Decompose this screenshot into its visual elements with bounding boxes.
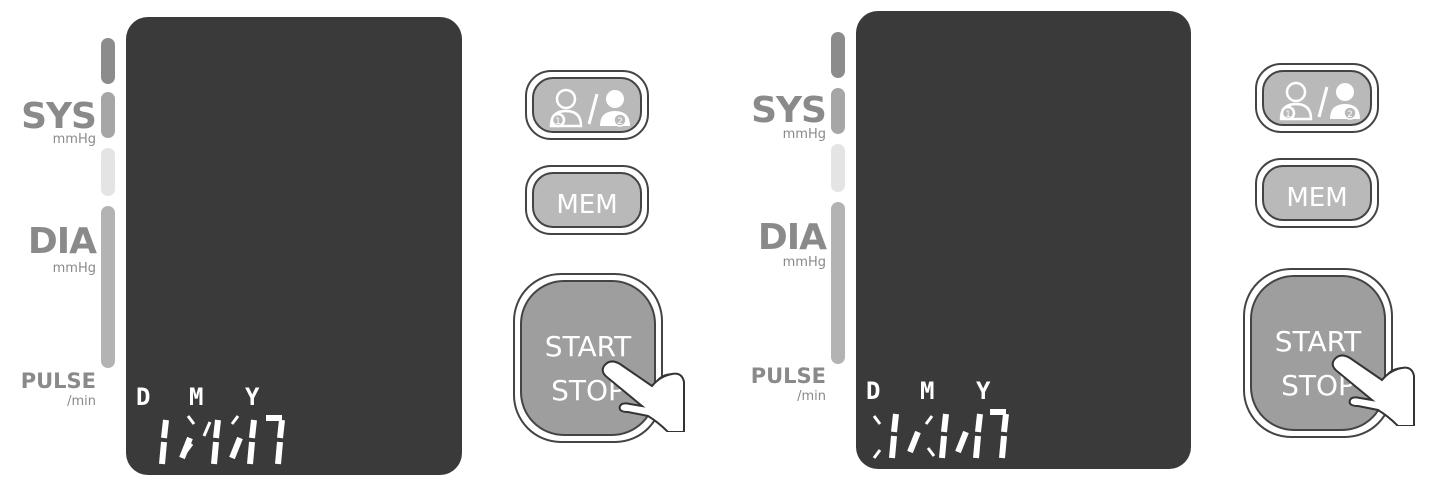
date-segment-display [872,409,1009,459]
pressing-finger-icon [601,360,685,432]
pulse-unit: /min [67,394,96,409]
dia-unit: mmHg [782,255,826,270]
scale-bar-1 [831,32,845,78]
dia-label: DIA [757,217,827,258]
dia-label: DIA [27,221,97,262]
scale-bar-2 [101,92,115,138]
svg-text:2: 2 [1347,110,1353,120]
user-1-icon [549,88,583,128]
pressing-finger-icon [1331,354,1415,426]
svg-text:2: 2 [617,117,623,127]
user-switch-icon: 1 2 [1279,81,1360,121]
dia-unit: mmHg [52,261,96,276]
start-stop-button[interactable]: START STOP [1243,268,1393,438]
day-label: D [136,383,151,411]
scale-bar-3 [101,148,115,196]
start-stop-button[interactable]: START STOP [513,273,663,443]
day-label: D [866,377,881,405]
start-label: START [544,330,632,363]
sys-unit: mmHg [782,127,826,142]
mem-button-face: MEM [1262,165,1372,221]
pulse-label: PULSE [750,364,826,388]
sys-label: SYS [751,90,827,131]
mem-button[interactable]: MEM [1255,158,1379,228]
scale-bar-2 [831,88,845,134]
panel-month-setting: SYS mmHg DIA mmHg PULSE /min D M Y [0,0,723,489]
scale-bar-1 [101,38,115,84]
month-label: M [920,377,935,405]
year-label: Y [976,377,991,405]
year-label: Y [245,383,260,411]
start-label: START [1274,325,1362,358]
scale-bar-4 [101,206,115,368]
start-stop-button-face: START STOP [1250,275,1386,431]
panel-day-setting: SYS mmHg DIA mmHg PULSE /min D M Y [730,0,1447,489]
mem-button-label: MEM [1286,183,1348,213]
user-select-button[interactable]: 1 2 [525,70,649,140]
scale-bar-3 [831,144,845,192]
user-1-icon [1279,81,1313,121]
user-2-icon [600,90,630,127]
lcd-screen: D M Y [856,11,1191,469]
user-select-button-face: 1 2 [1262,70,1372,126]
lcd-screen: D M Y [126,17,462,475]
svg-text:1: 1 [1285,110,1291,120]
date-segment-display [159,415,285,465]
user-2-icon [1330,83,1360,120]
mem-button-face: MEM [532,172,642,228]
svg-text:1: 1 [555,117,561,127]
start-stop-button-face: START STOP [520,280,656,436]
user-select-button-face: 1 2 [532,77,642,133]
sys-label: SYS [21,96,97,137]
user-switch-icon: 1 2 [549,88,630,128]
pulse-label: PULSE [20,369,96,393]
pulse-unit: /min [797,389,826,404]
sys-unit: mmHg [52,132,96,147]
month-label: M [189,383,204,411]
mem-button[interactable]: MEM [525,165,649,235]
user-select-button[interactable]: 1 2 [1255,63,1379,133]
mem-button-label: MEM [556,190,618,220]
scale-bar-4 [831,202,845,364]
